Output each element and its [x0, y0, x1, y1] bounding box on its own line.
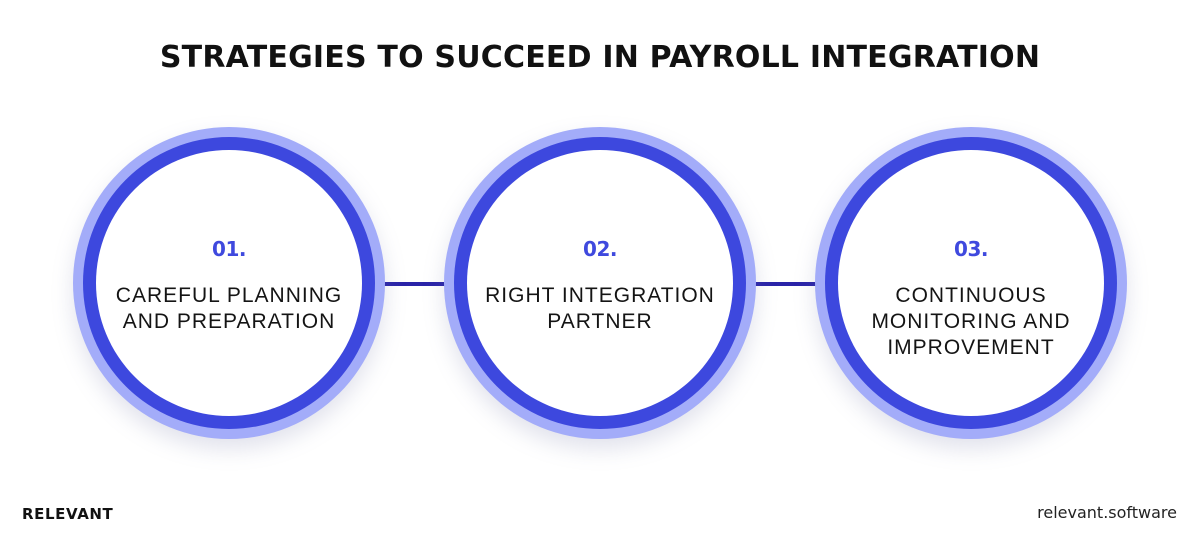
step-label-line: MONITORING AND: [871, 310, 1071, 333]
step-content: 02. RIGHT INTEGRATION PARTNER: [467, 150, 733, 416]
connector-line-2-3: [753, 282, 819, 286]
step-ring: 01. CAREFUL PLANNING AND PREPARATION: [83, 137, 375, 429]
step-label-line: CONTINUOUS: [895, 284, 1047, 307]
site-url: relevant.software: [1037, 503, 1177, 522]
step-number: 01.: [212, 237, 246, 261]
step-label-line: IMPROVEMENT: [887, 336, 1055, 359]
step-number: 02.: [583, 237, 617, 261]
page-title: STRATEGIES TO SUCCEED IN PAYROLL INTEGRA…: [159, 40, 1041, 75]
brand-logo: RELEVANT: [22, 505, 114, 523]
step-label: CONTINUOUS MONITORING AND IMPROVEMENT: [838, 283, 1104, 361]
step-label: RIGHT INTEGRATION PARTNER: [467, 283, 733, 335]
step-circle-2: 02. RIGHT INTEGRATION PARTNER: [444, 127, 756, 439]
step-content: 01. CAREFUL PLANNING AND PREPARATION: [96, 150, 362, 416]
step-circle-1: 01. CAREFUL PLANNING AND PREPARATION: [73, 127, 385, 439]
step-label-line: RIGHT INTEGRATION: [485, 284, 715, 307]
step-circle-3: 03. CONTINUOUS MONITORING AND IMPROVEMEN…: [815, 127, 1127, 439]
step-label-line: AND PREPARATION: [122, 310, 336, 333]
connector-line-1-2: [382, 282, 446, 286]
step-ring: 02. RIGHT INTEGRATION PARTNER: [454, 137, 746, 429]
step-label-line: PARTNER: [547, 310, 653, 333]
step-label: CAREFUL PLANNING AND PREPARATION: [96, 283, 362, 335]
step-label-line: CAREFUL PLANNING: [115, 284, 343, 307]
step-number: 03.: [954, 237, 988, 261]
step-content: 03. CONTINUOUS MONITORING AND IMPROVEMEN…: [838, 150, 1104, 416]
step-ring: 03. CONTINUOUS MONITORING AND IMPROVEMEN…: [825, 137, 1117, 429]
